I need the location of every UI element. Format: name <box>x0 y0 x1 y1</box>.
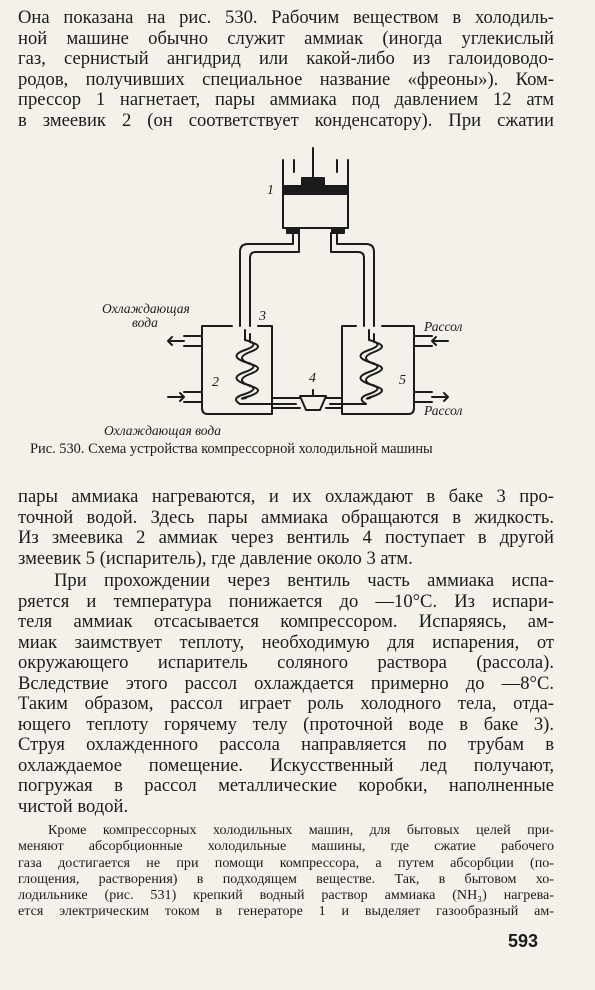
text-line: Вследствие этого рассол охлаждается прим… <box>18 672 554 694</box>
compressor-piston <box>283 185 348 195</box>
text-line: окружающего испаритель соляного раствора… <box>18 652 554 673</box>
paragraph-1: пары аммиака нагреваются, и их охлаждают… <box>18 486 554 569</box>
paragraph-2: При прохождении через вентиль часть амми… <box>18 570 554 817</box>
text-line: глощения, растворения) в подходящем веще… <box>18 870 554 887</box>
text-line: газ, сернистый ангидрид или какой-либо и… <box>18 48 554 69</box>
arrow-water-in <box>167 392 185 402</box>
text-line: пары аммиака нагреваются, и их охлаждают… <box>18 486 554 507</box>
text-line: ной машине обычно служит аммиак (иногда … <box>18 27 554 49</box>
suction-valve <box>286 227 300 234</box>
text-line: чистой водой. <box>18 795 129 817</box>
figure-caption: Рис. 530. Схема устройства компрессорной… <box>30 441 433 457</box>
number-tank: 3 <box>259 309 266 324</box>
small-print-paragraph: Кроме компрессорных холодильных машин, д… <box>18 822 554 920</box>
text-line: теля аммиак отсасывается компрессором. И… <box>18 611 554 632</box>
text-line: При прохождении через вентиль часть амми… <box>54 570 554 591</box>
pipe-left-outer <box>239 232 294 327</box>
text-line: газа достигается не при помощи компрессо… <box>18 854 554 871</box>
evaporator-tank <box>341 325 415 415</box>
text-line: Таким образом, рассол играет роль холодн… <box>18 693 554 714</box>
condenser-tank <box>201 325 273 415</box>
pipe-right-outer <box>336 232 375 327</box>
text-line: в змеевик 2 (он соответствует конденсато… <box>18 109 554 131</box>
number-valve: 4 <box>309 371 316 386</box>
number-compressor: 1 <box>267 183 274 198</box>
text-line: лодильнике (рис. 531) крепкий водный рас… <box>18 887 554 904</box>
label-brine-bottom: Рассол <box>424 403 463 418</box>
text-line: меняют абсорбционные холодильные машины,… <box>18 838 554 855</box>
text-line: ряется и температура понижается до —10°C… <box>18 590 554 612</box>
number-evaporator: 5 <box>399 373 406 388</box>
text-line: змеевик 5 (испаритель), где давление око… <box>18 547 413 569</box>
page-number: 593 <box>508 931 539 951</box>
condenser-coil <box>235 329 297 405</box>
label-cooling-water-bottom: Охлаждающая вода <box>104 423 221 438</box>
text-line: Из змеевика 2 аммиак через вентиль 4 пос… <box>18 527 554 548</box>
text-line: ющего теплоту горячему телу (проточной в… <box>18 713 554 735</box>
text-line: погружая в рассол металлические коробки,… <box>18 775 554 796</box>
text-line: точной водой. Здесь пары аммиака обращаю… <box>18 506 554 528</box>
text-line: прессор 1 нагнетает, пары аммиака под да… <box>18 89 554 110</box>
text-line: Кроме компрессорных холодильных машин, д… <box>48 822 554 838</box>
arrow-brine-in <box>431 336 449 346</box>
expansion-valve <box>299 395 327 411</box>
label-brine-top: Рассол <box>424 319 463 334</box>
text-line: охлаждаемое помещение. Искусственный лед… <box>18 754 554 776</box>
number-condenser: 2 <box>212 375 219 390</box>
text-line: миак заимствует теплоту, необходимую для… <box>18 631 554 653</box>
text-line: Струя охлажденного рассола направляется … <box>18 734 554 755</box>
text-line: ется электрическим током в генераторе 1 … <box>18 903 554 920</box>
arrow-water-out <box>167 336 185 346</box>
text-line: Она показана на рис. 530. Рабочим вещест… <box>18 7 554 28</box>
discharge-valve <box>331 227 345 234</box>
piston-rod-head <box>301 177 325 187</box>
arrow-brine-out <box>431 392 449 402</box>
compressor-cylinder <box>282 159 349 229</box>
pipe-right-inner <box>330 232 365 327</box>
top-paragraph: Она показана на рис. 530. Рабочим вещест… <box>18 7 554 131</box>
text-line: родов, получивших специальное название «… <box>18 68 554 90</box>
evaporator-coil <box>329 329 379 405</box>
label-cooling-water-top: Охлаждающая вода <box>102 301 190 330</box>
pipe-left-inner <box>249 232 300 327</box>
